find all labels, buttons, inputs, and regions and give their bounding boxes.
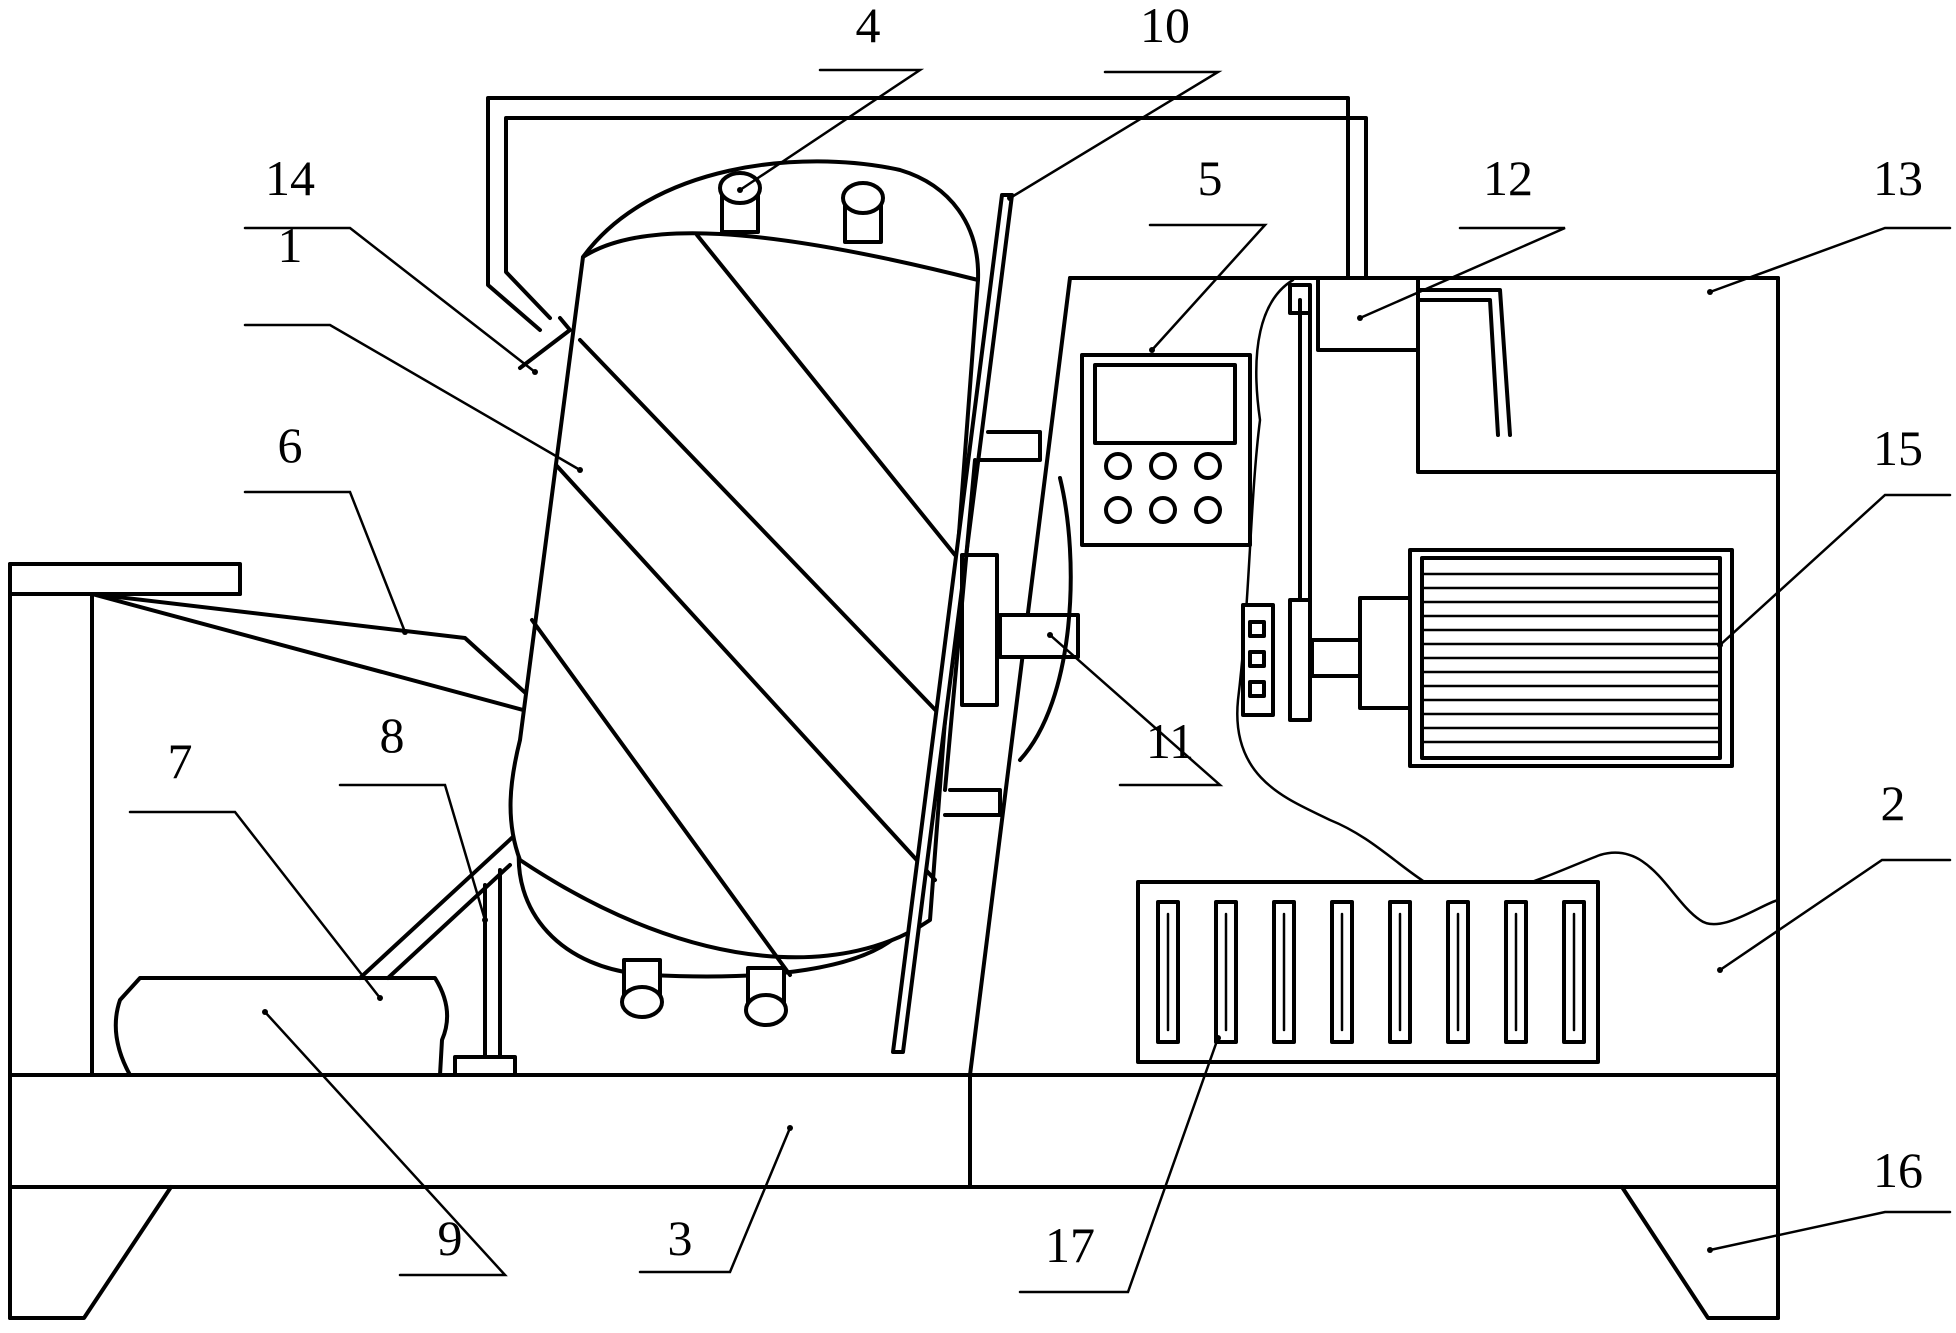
- leader-line-9: [265, 1012, 505, 1275]
- control-panel: [1082, 355, 1250, 545]
- leader-dot-9: [262, 1009, 268, 1015]
- leader-dot-3: [787, 1125, 793, 1131]
- leader-line-3: [640, 1128, 790, 1272]
- collection-tray: [116, 978, 447, 1075]
- label-12: 12: [1483, 150, 1533, 206]
- roller-bottom-left: [622, 960, 662, 1017]
- label-7: 7: [168, 733, 193, 789]
- leader-line-13: [1710, 228, 1950, 292]
- roller-top-right: [843, 183, 883, 242]
- motor: [1360, 550, 1732, 766]
- leader-line-16: [1710, 1212, 1950, 1250]
- leader-dot-8: [482, 917, 488, 923]
- leader-dot-5: [1149, 347, 1155, 353]
- support-rod: [455, 870, 515, 1075]
- label-9: 9: [438, 1210, 463, 1266]
- leader-line-10: [1010, 72, 1218, 198]
- label-17: 17: [1045, 1217, 1095, 1273]
- label-10: 10: [1140, 0, 1190, 53]
- leader-dot-2: [1717, 967, 1723, 973]
- leader-line-8: [340, 785, 485, 920]
- leader-dot-17: [1215, 1035, 1221, 1041]
- leader-dot-12: [1357, 315, 1363, 321]
- leader-dot-14: [532, 369, 538, 375]
- label-16: 16: [1873, 1142, 1923, 1198]
- drum-assembly: [511, 161, 979, 1025]
- label-15: 15: [1873, 420, 1923, 476]
- label-1: 1: [278, 217, 303, 273]
- leader-dot-16: [1707, 1247, 1713, 1253]
- leader-line-11: [1050, 635, 1220, 785]
- leader-line-4: [740, 70, 920, 190]
- label-13: 13: [1873, 150, 1923, 206]
- leader-dot-10: [1007, 195, 1013, 201]
- leader-dot-1: [577, 467, 583, 473]
- roller-bottom-right: [746, 968, 786, 1025]
- label-2: 2: [1881, 775, 1906, 831]
- label-14: 14: [265, 150, 315, 206]
- left-housing: [10, 564, 240, 1075]
- label-11: 11: [1146, 713, 1194, 769]
- leader-line-2: [1720, 860, 1950, 970]
- leader-dot-7: [377, 995, 383, 1001]
- top-compartment: [1418, 278, 1778, 472]
- leader-dot-6: [402, 629, 408, 635]
- label-5: 5: [1198, 150, 1223, 206]
- leader-dot-11: [1047, 632, 1053, 638]
- label-6: 6: [278, 417, 303, 473]
- chute: [360, 835, 515, 978]
- label-3: 3: [668, 1210, 693, 1266]
- leader-dot-13: [1707, 289, 1713, 295]
- guide-plate: [92, 594, 553, 718]
- label-8: 8: [380, 707, 405, 763]
- label-4: 4: [856, 0, 881, 53]
- leader-dot-15: [1717, 642, 1723, 648]
- leader-line-7: [130, 812, 380, 998]
- leader-dot-4: [737, 187, 743, 193]
- leader-line-12: [1360, 228, 1565, 318]
- leader-line-6: [245, 492, 405, 632]
- leader-line-15: [1720, 495, 1950, 645]
- vent-grille: [1138, 882, 1598, 1062]
- leader-line-5: [1150, 225, 1265, 350]
